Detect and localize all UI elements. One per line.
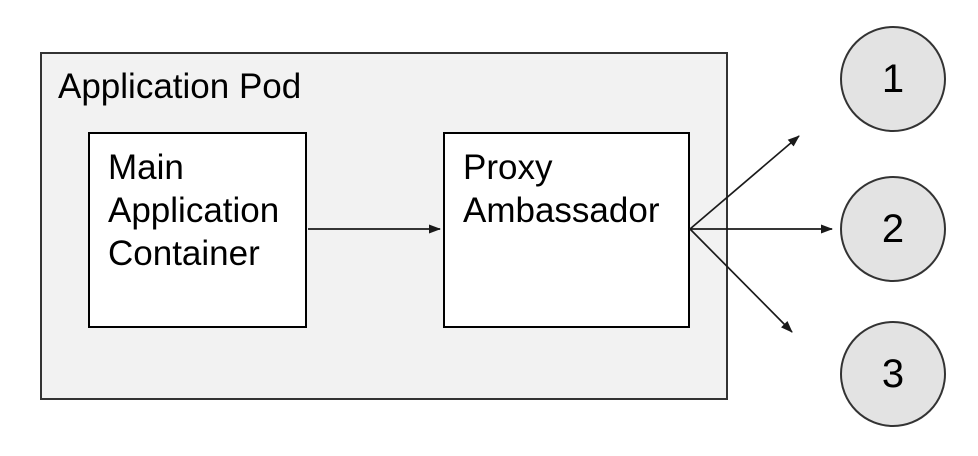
endpoint-circle-1: 1 <box>840 26 946 132</box>
proxy-ambassador-label: Proxy Ambassador <box>463 148 660 230</box>
endpoint-2-label: 2 <box>881 206 905 251</box>
endpoint-circle-2: 2 <box>840 176 946 282</box>
application-pod-label: Application Pod <box>58 67 302 106</box>
node-main-application-container: Main Application Container <box>88 132 307 328</box>
node-proxy-ambassador: Proxy Ambassador <box>443 132 690 328</box>
main-application-container-label: Main Application Container <box>108 148 280 273</box>
endpoint-1-label: 1 <box>881 56 905 101</box>
endpoint-3-label: 3 <box>881 351 905 396</box>
endpoint-circle-3: 3 <box>840 321 946 427</box>
